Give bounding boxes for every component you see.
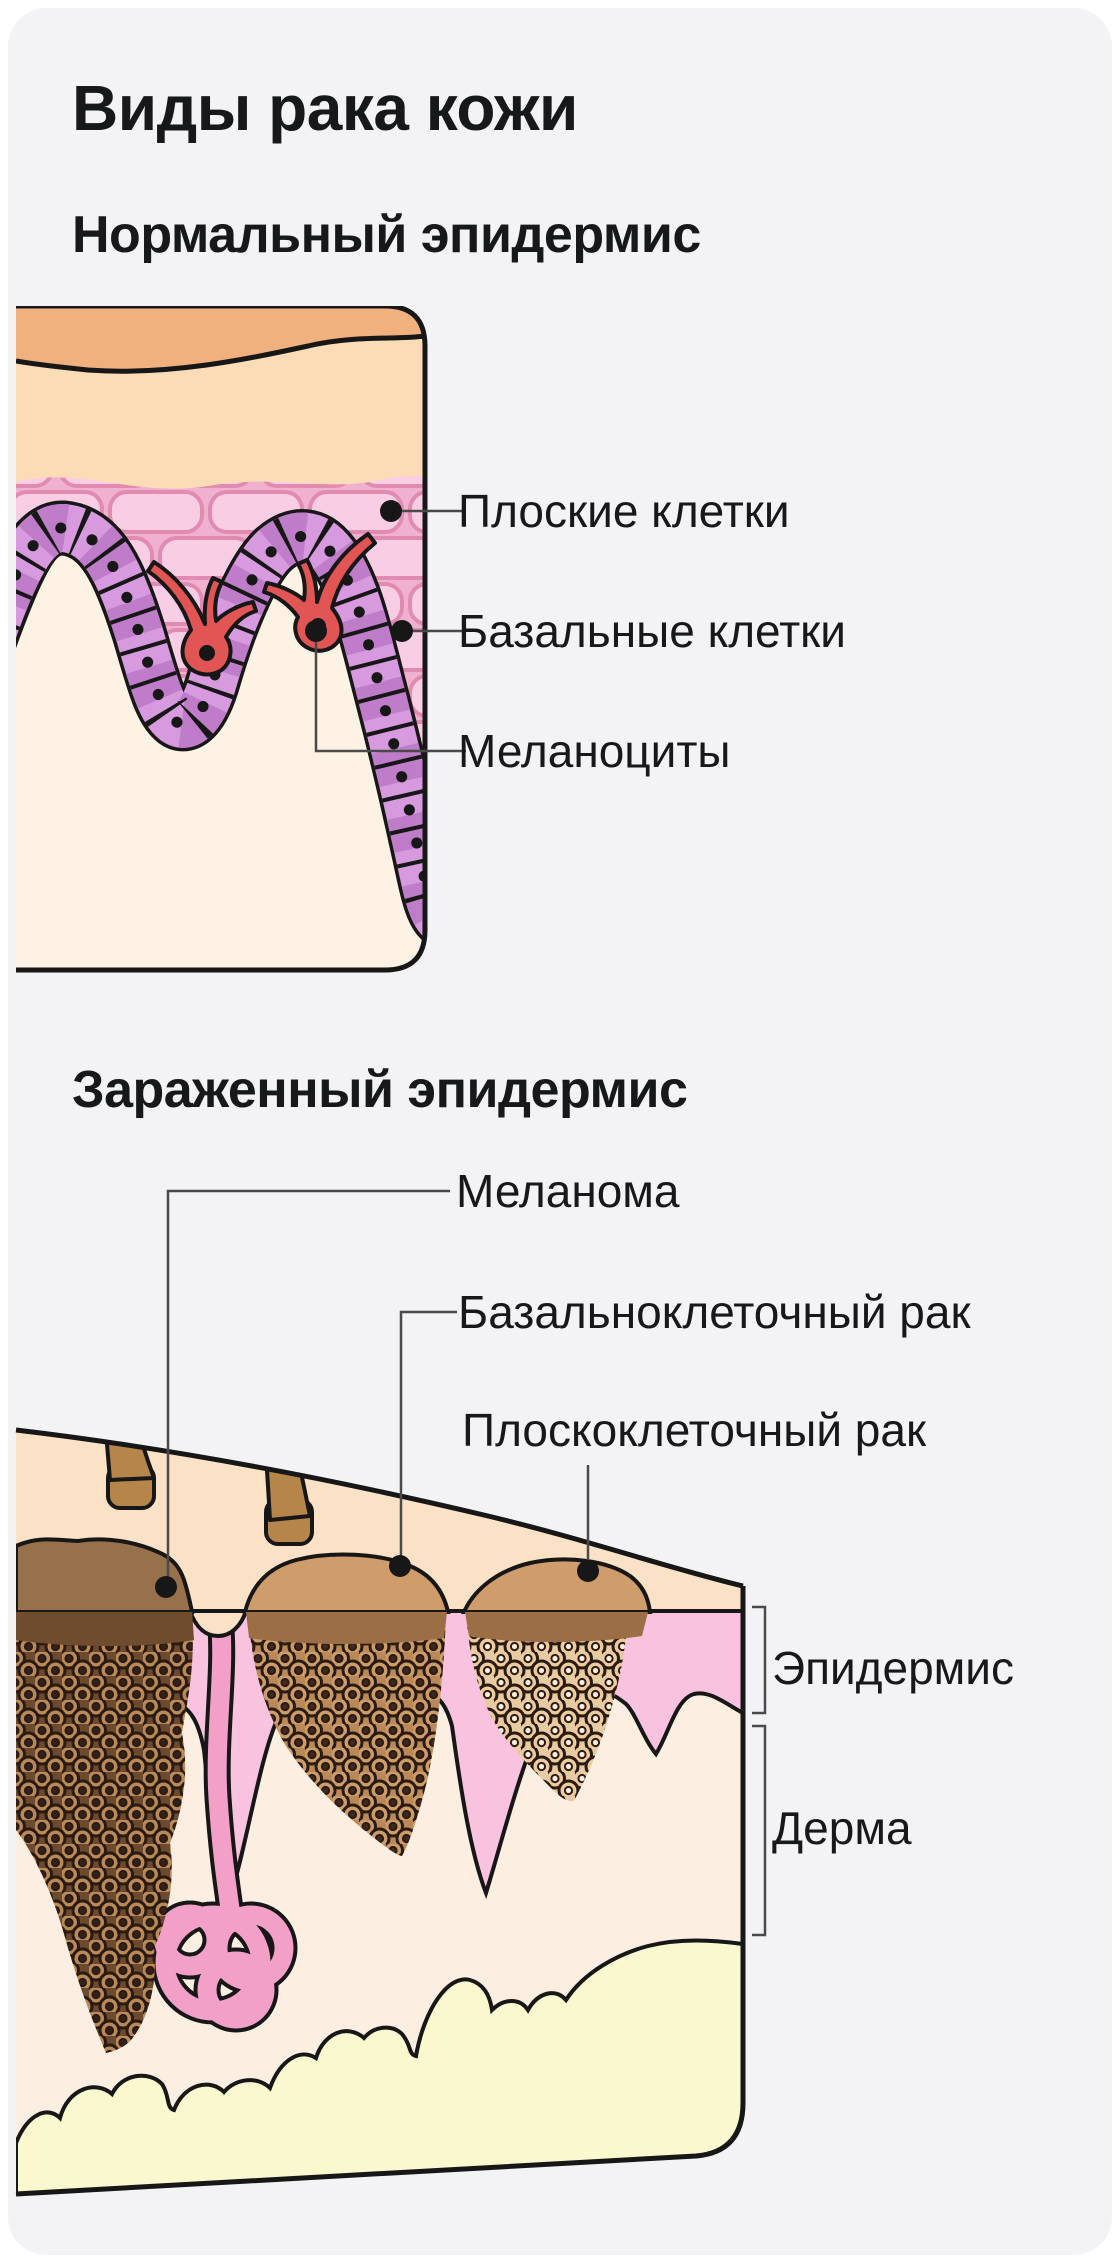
diagram-edge	[15, 1586, 746, 2197]
basal-carcinoma-dot	[389, 1555, 411, 1577]
epidermis-bracket	[752, 1605, 767, 1715]
duct-opening	[187, 1609, 249, 1639]
diagram-border	[16, 306, 428, 973]
normal-epidermis-diagram	[16, 306, 466, 973]
label-basal-cells: Базальные клетки	[458, 605, 846, 657]
squamous-carcinoma-dot	[577, 1560, 599, 1582]
label-connectors	[166, 1189, 767, 1937]
surface-line	[16, 333, 425, 374]
section-heading-normal-epidermis: Нормальный эпидермис	[72, 206, 701, 264]
skin-surface-edge	[15, 1427, 744, 1589]
derma-bracket	[752, 1724, 767, 1937]
page-title: Виды рака кожи	[72, 72, 578, 144]
label-melanocytes: Меланоциты	[458, 725, 731, 777]
subcutis-layer	[16, 1938, 743, 2194]
infographic-card: Виды рака кожи Нормальный эпидермис	[8, 8, 1112, 2255]
hair	[69, 1430, 156, 1510]
label-derma-layer: Дерма	[772, 1802, 912, 1854]
infected-epidermis-diagram	[15, 1189, 767, 2197]
section-heading-infected-epidermis: Зараженный эпидермис	[72, 1061, 688, 1119]
melanocyte-dot	[305, 620, 327, 642]
label-connectors	[314, 509, 466, 753]
label-melanoma: Меланома	[456, 1165, 680, 1217]
sweat-gland	[150, 1604, 298, 2033]
melanoma-dot	[155, 1576, 177, 1598]
basal-cells-dot	[391, 620, 413, 642]
squamous-cells-dot	[380, 500, 402, 522]
label-squamous-cell-carcinoma: Плоскоклеточный рак	[462, 1404, 927, 1456]
melanocyte	[146, 560, 258, 677]
label-squamous-cells: Плоские клетки	[458, 485, 790, 537]
label-epidermis-layer: Эпидермис	[772, 1642, 1014, 1694]
label-basal-cell-carcinoma: Базальноклеточный рак	[458, 1286, 971, 1338]
skin-surface-band	[16, 306, 425, 372]
melanoma-tumor	[16, 1537, 195, 2053]
squamous-cell-carcinoma-tumor	[460, 1557, 653, 1802]
